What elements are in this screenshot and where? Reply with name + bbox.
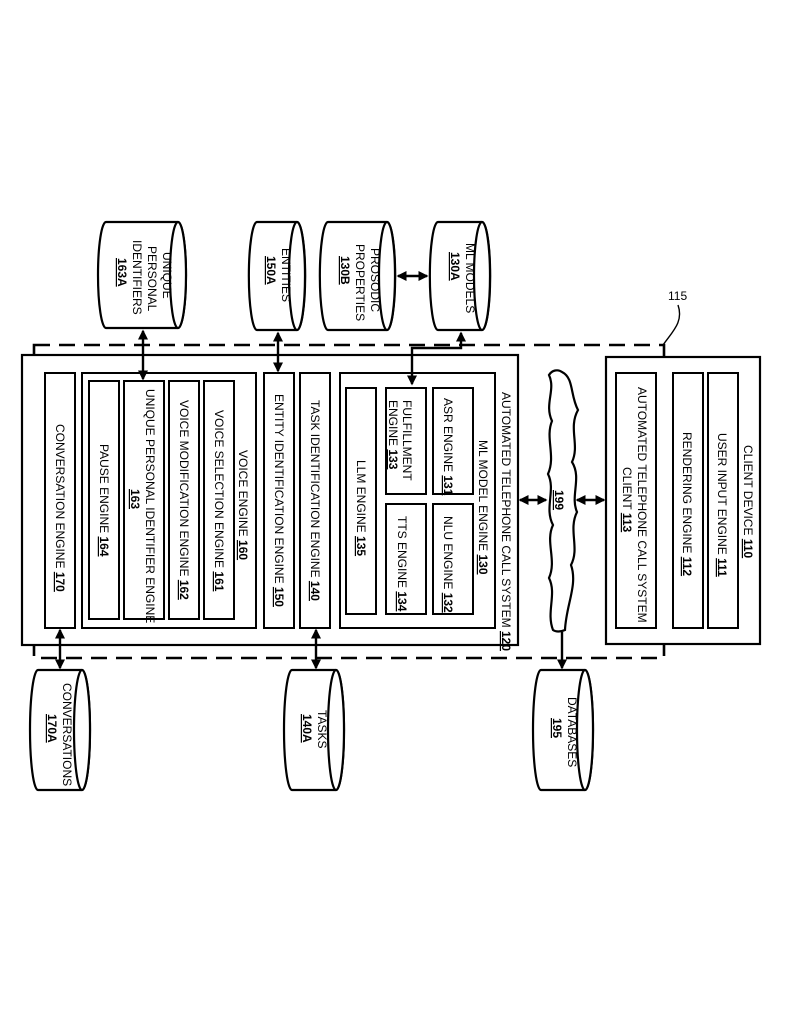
cylinder-conversations <box>28 668 92 792</box>
nlu-engine <box>432 503 474 615</box>
asr-engine-label: ASR ENGINE 131 <box>441 398 455 496</box>
user-input-engine <box>707 372 739 629</box>
db-tasks-num: 140A <box>300 714 314 743</box>
db-entities-num: 150A <box>264 256 278 285</box>
tts-engine <box>385 503 427 615</box>
tts-engine-label: TTS ENGINE 134 <box>395 516 409 612</box>
db-upi-line1: UNIQUE <box>160 252 174 299</box>
fulfillment-engine-label-line2: ENGINE 133 <box>386 400 400 470</box>
db-upi-num: 163A <box>115 258 129 287</box>
call-system-label: AUTOMATED TELEPHONE CALL SYSTEM 120 <box>499 392 513 651</box>
db-ml-models-num: 130A <box>448 252 462 281</box>
db-upi-line2: PERSONAL <box>145 246 159 312</box>
system-ref-label: 115 <box>668 289 687 303</box>
entity-identification-engine-label: ENTITY IDENTIFICATION ENGINE 150 <box>272 394 286 607</box>
db-conversations-label: CONVERSATIONS <box>60 683 74 786</box>
llm-engine <box>345 387 377 615</box>
db-entities-label: ENTITIES <box>279 248 293 302</box>
llm-engine-label: LLM ENGINE 135 <box>354 460 368 556</box>
call-client-label-line2: CLIENT 113 <box>620 467 634 532</box>
network-cloud-icon <box>546 369 580 633</box>
db-prosodic-line2: PROPERTIES <box>353 244 367 321</box>
ml-model-engine-label: ML MODEL ENGINE 130 <box>476 440 490 575</box>
db-tasks-label: TASKS <box>315 710 329 748</box>
db-ml-models-label: ML MODELS <box>463 243 477 313</box>
task-identification-engine-label: TASK IDENTIFICATION ENGINE 140 <box>308 400 322 601</box>
rendering-engine <box>672 372 704 629</box>
call-system-client <box>615 372 657 629</box>
upi-engine-num: 163 <box>128 489 142 509</box>
db-databases-label: DATABASES <box>565 697 579 767</box>
cylinder-databases <box>531 668 595 792</box>
call-client-label-line1: AUTOMATED TELEPHONE CALL SYSTEM <box>635 387 649 623</box>
pause-engine <box>88 380 120 620</box>
task-identification-engine <box>299 372 331 629</box>
upi-engine-label: UNIQUE PERSONAL IDENTIFIER ENGINE <box>143 389 157 623</box>
db-prosodic-line1: PROSODIC <box>368 248 382 312</box>
rendering-engine-label: RENDERING ENGINE 112 <box>680 432 694 576</box>
voice-engine-label: VOICE ENGINE 160 <box>236 450 250 560</box>
unique-personal-identifier-engine <box>123 380 165 620</box>
conversation-engine <box>44 372 76 629</box>
db-conversations-num: 170A <box>45 714 59 743</box>
voice-selection-engine <box>203 380 235 620</box>
cylinder-prosodic-properties <box>318 220 397 332</box>
db-upi-line3: IDENTIFIERS <box>130 240 144 315</box>
cylinder-tasks <box>282 668 346 792</box>
voice-selection-engine-label: VOICE SELECTION ENGINE 161 <box>212 410 226 592</box>
conversation-engine-label: CONVERSATION ENGINE 170 <box>53 424 67 592</box>
nlu-engine-label: NLU ENGINE 132 <box>441 516 455 613</box>
voice-modification-engine <box>168 380 200 620</box>
client-device-label: CLIENT DEVICE 110 <box>741 445 755 558</box>
user-input-engine-label: USER INPUT ENGINE 111 <box>715 433 729 577</box>
entity-identification-engine <box>263 372 295 629</box>
asr-engine <box>432 387 474 495</box>
network-label: 199 <box>552 490 566 510</box>
fulfillment-engine-label-line1: FULFILLMENT <box>400 400 414 481</box>
db-databases-num: 195 <box>550 718 564 738</box>
fulfillment-engine <box>385 387 427 495</box>
cylinder-ml-models <box>428 220 492 332</box>
db-prosodic-num: 130B <box>338 256 352 285</box>
cylinder-entities <box>247 220 307 332</box>
cylinder-unique-personal-identifiers <box>96 220 188 330</box>
voice-modification-engine-label: VOICE MODIFICATION ENGINE 162 <box>177 400 191 600</box>
pause-engine-label: PAUSE ENGINE 164 <box>97 444 111 557</box>
